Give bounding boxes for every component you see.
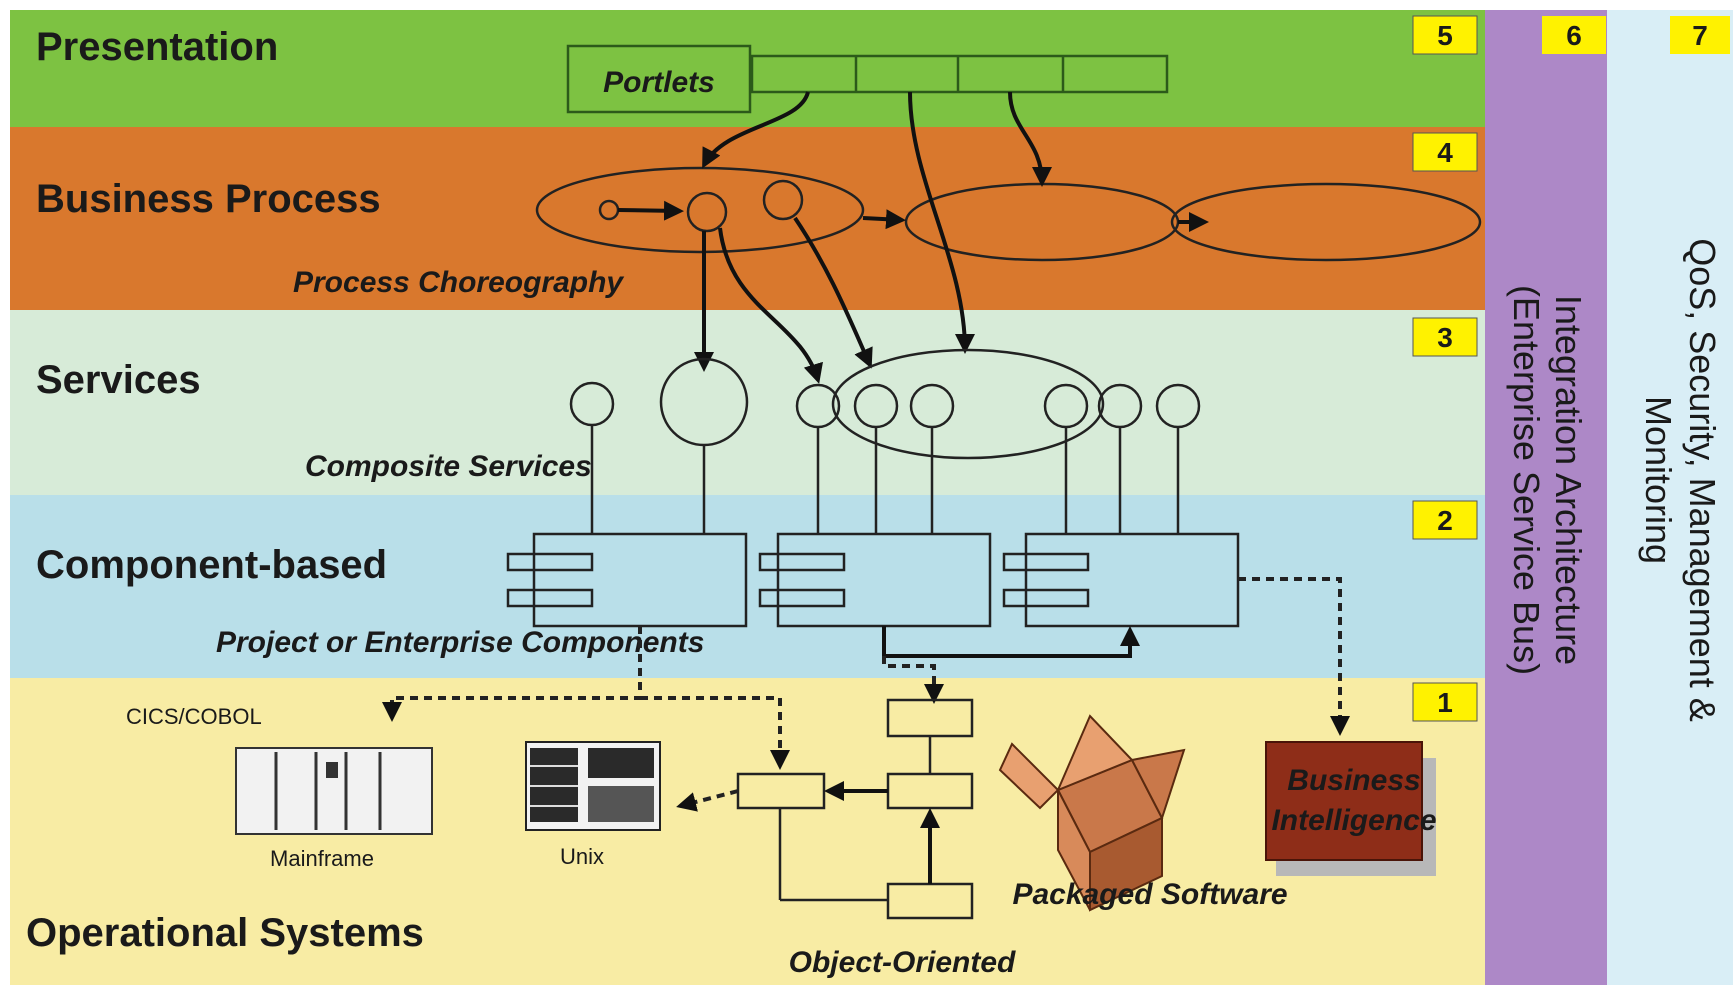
svg-text:Business: Business	[1287, 764, 1420, 797]
cics-cobol-label: CICS/COBOL	[126, 704, 262, 729]
business-process-band	[10, 127, 1485, 310]
badge-1: 1	[1412, 682, 1478, 722]
services-title: Services	[36, 358, 201, 402]
svg-text:7: 7	[1692, 20, 1708, 51]
unix-label: Unix	[560, 844, 604, 869]
composite-services-label: Composite Services	[305, 450, 592, 483]
svg-text:5: 5	[1437, 20, 1453, 51]
badge-2: 2	[1412, 500, 1478, 540]
svg-text:Monitoring: Monitoring	[1638, 396, 1679, 564]
component-based-title: Component-based	[36, 543, 387, 587]
package-box-icon	[998, 714, 1186, 912]
mainframe-label: Mainframe	[270, 846, 374, 871]
qos-label: QoS, Security, Management & Monitoring	[1638, 238, 1723, 722]
business-process-title: Business Process	[36, 177, 381, 221]
service-connectors	[590, 425, 1180, 534]
integration-band	[1485, 10, 1607, 985]
mainframe-icon	[235, 747, 433, 835]
svg-text:(Enterprise Service Bus): (Enterprise Service Bus)	[1506, 285, 1547, 675]
badge-4: 4	[1412, 132, 1478, 172]
svg-text:QoS, Security, Management &: QoS, Security, Management &	[1682, 238, 1723, 722]
packaged-software-label: Packaged Software	[1012, 878, 1287, 911]
svg-text:2: 2	[1437, 505, 1453, 536]
svg-text:4: 4	[1437, 137, 1453, 168]
badge-3: 3	[1412, 317, 1478, 357]
svg-text:Intelligence: Intelligence	[1271, 804, 1436, 837]
svg-text:1: 1	[1437, 687, 1453, 718]
svg-text:3: 3	[1437, 322, 1453, 353]
svg-text:6: 6	[1566, 20, 1582, 51]
operational-title: Operational Systems	[26, 911, 424, 955]
badge-6: 6	[1542, 16, 1606, 54]
portlets-box	[566, 44, 752, 114]
portlets-label: Portlets	[603, 66, 715, 99]
object-oriented-label: Object-Oriented	[789, 946, 1016, 979]
project-enterprise-components-label: Project or Enterprise Components	[216, 626, 704, 659]
process-choreography-label: Process Choreography	[293, 266, 624, 299]
presentation-title: Presentation	[36, 25, 278, 69]
portlet-bar	[750, 54, 1169, 94]
integration-label: Integration Architecture (Enterprise Ser…	[1506, 285, 1589, 675]
qos-band	[1607, 10, 1733, 985]
badge-7: 7	[1670, 16, 1730, 54]
svg-text:Integration Architecture: Integration Architecture	[1548, 295, 1589, 665]
business-intelligence-box: Business Intelligence	[1265, 741, 1437, 876]
unix-server-icon	[525, 741, 661, 831]
badge-5: 5	[1412, 15, 1478, 55]
